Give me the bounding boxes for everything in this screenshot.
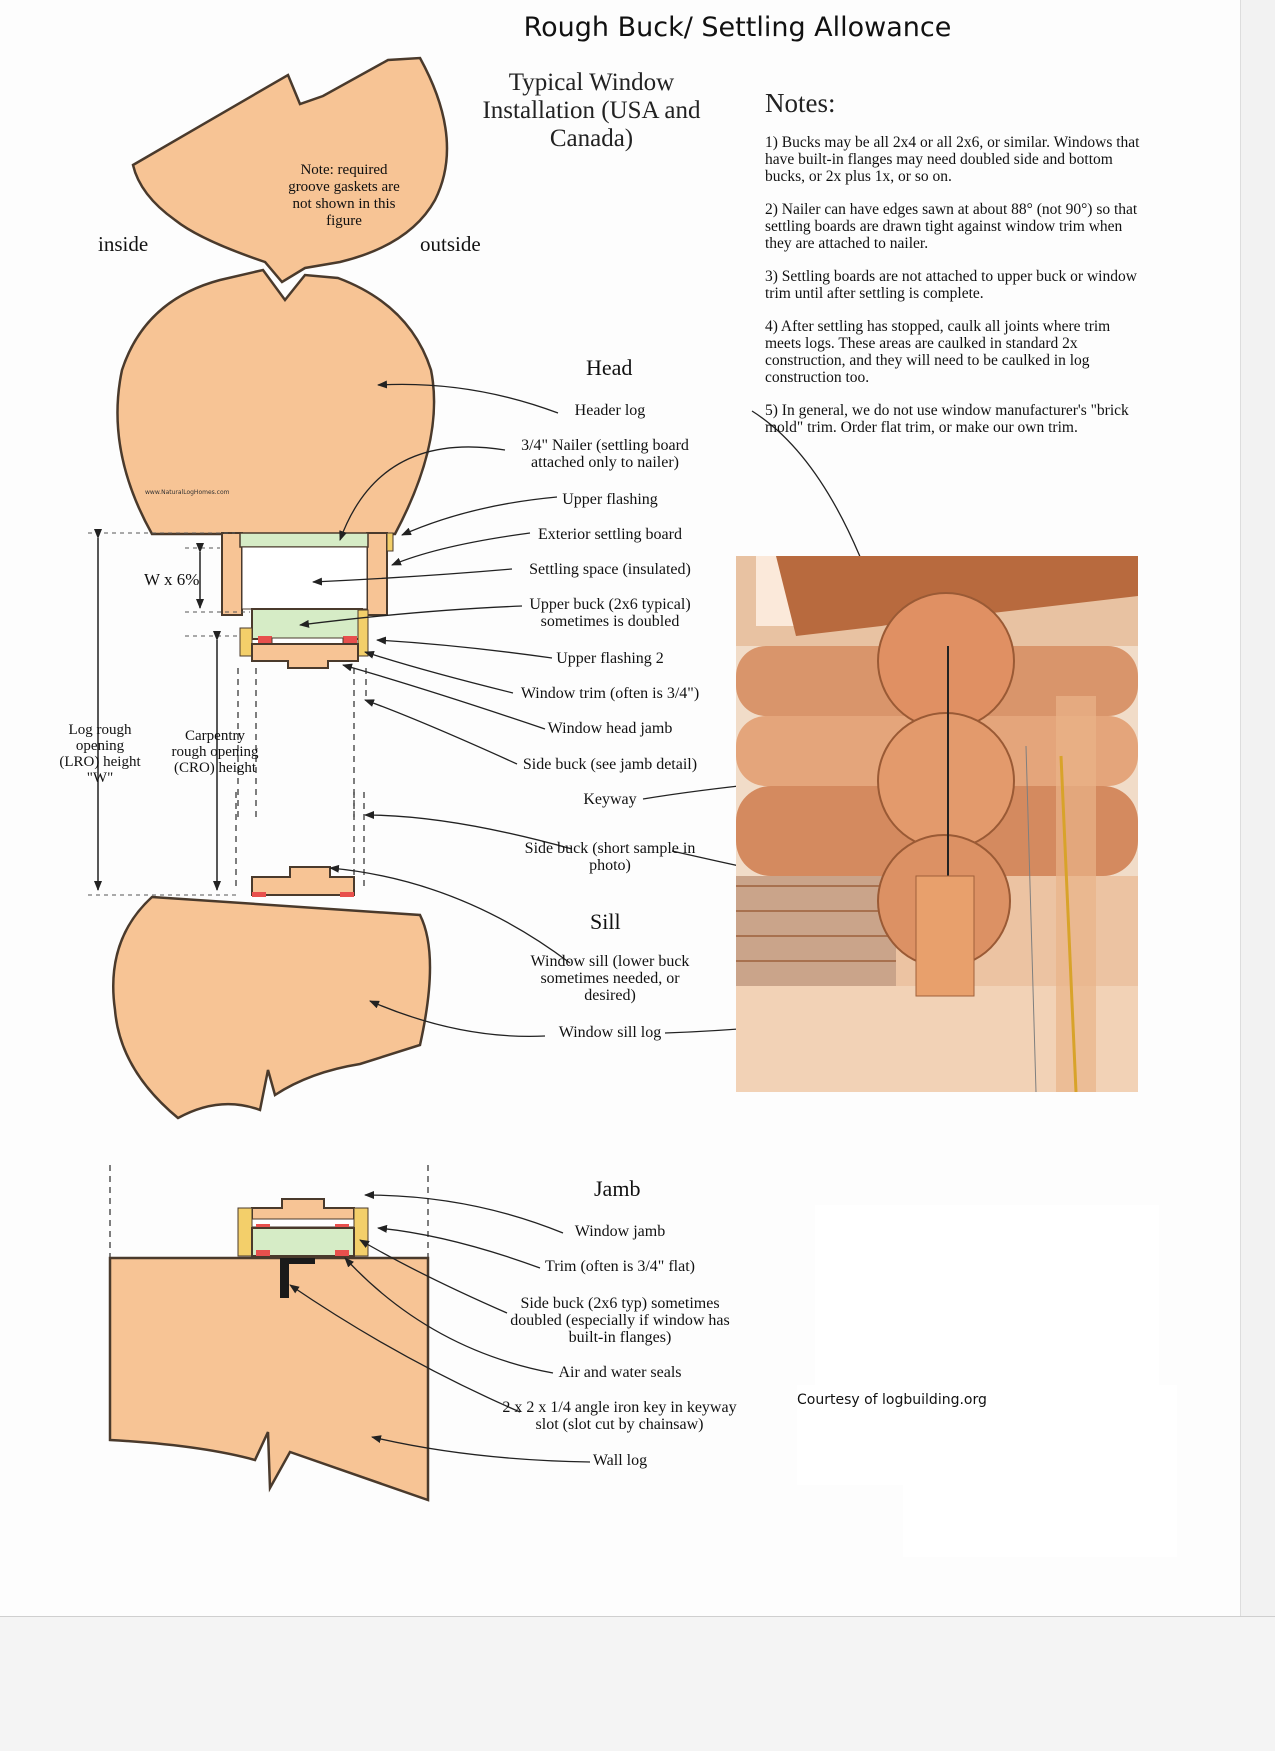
website-mark: www.NaturalLogHomes.com	[145, 489, 230, 496]
w6-label: W x 6%	[144, 570, 200, 589]
label-wall-log: Wall log	[592, 1452, 648, 1469]
window-head-jamb	[251, 643, 359, 669]
label-window-jamb: Window jamb	[574, 1223, 666, 1240]
log-wall-photo	[736, 556, 1138, 1092]
photo-log-end-1	[877, 592, 1015, 730]
label-window-sill-log: Window sill log	[558, 1024, 662, 1041]
section-sill: Sill	[590, 909, 621, 934]
label-angle-iron-key: 2 x 2 x 1/4 angle iron key in keyway slo…	[502, 1399, 737, 1433]
label-nailer: 3/4" Nailer (settling board attached onl…	[521, 437, 689, 471]
label-upper-flashing-2: Upper flashing 2	[556, 650, 664, 667]
label-settling-space: Settling space (insulated)	[529, 561, 691, 578]
label-window-trim: Window trim (often is 3/4")	[520, 685, 700, 702]
jamb-trim-right	[353, 1207, 369, 1257]
label-upper-buck: Upper buck (2x6 typical) sometimes is do…	[529, 596, 691, 630]
label-keyway: Keyway	[583, 791, 637, 808]
inside-label: inside	[98, 232, 149, 256]
note-1: 1) Bucks may be all 2x4 or all 2x6, or s…	[765, 134, 1140, 185]
upper-flashing	[386, 532, 394, 552]
label-jamb-trim: Trim (often is 3/4" flat)	[545, 1258, 695, 1275]
outside-label: outside	[420, 232, 481, 256]
wall-log	[108, 1256, 430, 1502]
lro-label: Log rough opening (LRO) height "W"	[59, 722, 141, 786]
photo-side-buck	[915, 875, 975, 997]
section-head: Head	[586, 355, 633, 380]
header-log	[116, 268, 436, 536]
blank-area-lower	[797, 1385, 1177, 1485]
note-5: 5) In general, we do not use window manu…	[765, 402, 1129, 436]
exterior-settling-board	[221, 532, 243, 616]
notes-heading: Notes:	[765, 88, 836, 118]
seal-right	[343, 636, 357, 643]
gasket-note: Note: required groove gaskets are not sh…	[288, 162, 400, 229]
note-3: 3) Settling boards are not attached to u…	[765, 268, 1137, 302]
jamb-trim-left	[237, 1207, 253, 1257]
label-jamb-side-buck: Side buck (2x6 typ) sometimes doubled (e…	[510, 1295, 730, 1346]
settling-space	[241, 546, 368, 610]
window-jamb	[251, 1198, 355, 1221]
note-2: 2) Nailer can have edges sawn at about 8…	[765, 201, 1138, 252]
notes-list: 1) Bucks may be all 2x4 or all 2x6, or s…	[765, 134, 1145, 452]
window-sill	[251, 866, 355, 896]
note-4: 4) After settling has stopped, caulk all…	[765, 318, 1111, 386]
window-installation-diagram	[88, 56, 945, 1502]
label-window-sill: Window sill (lower buck sometimes needed…	[530, 953, 690, 1004]
cro-label: Carpentry rough opening (CRO) height	[171, 728, 259, 776]
top-log	[131, 56, 449, 284]
page-title: Rough Buck/ Settling Allowance	[523, 12, 952, 43]
label-header-log: Header log	[574, 402, 646, 419]
label-upper-flashing: Upper flashing	[562, 491, 658, 508]
angle-iron-key	[280, 1258, 289, 1298]
diagram-subtitle: Typical Window Installation (USA and Can…	[482, 69, 701, 152]
settling-board-right	[366, 532, 388, 616]
courtesy-credit: Courtesy of logbuilding.org	[797, 1392, 987, 1408]
nailer	[239, 532, 369, 548]
upper-flashing-2	[239, 627, 253, 657]
label-side-buck-jamb: Side buck (see jamb detail)	[522, 756, 698, 773]
section-jamb: Jamb	[594, 1176, 641, 1201]
label-exterior-settling-board: Exterior settling board	[538, 526, 682, 543]
label-window-head-jamb: Window head jamb	[547, 720, 673, 737]
blank-area-upper	[815, 1205, 1159, 1385]
photo-log-end-2	[877, 712, 1015, 850]
sheet-right-edge	[1240, 0, 1275, 1616]
seal-left	[258, 636, 272, 643]
window-trim-right	[357, 609, 369, 657]
label-air-water-seals: Air and water seals	[558, 1364, 682, 1381]
label-side-buck-short: Side buck (short sample in photo)	[524, 840, 696, 874]
sheet-bottom-edge	[0, 1616, 1275, 1751]
window-sill-log	[112, 895, 432, 1120]
blank-area-bottom	[903, 1480, 1177, 1557]
